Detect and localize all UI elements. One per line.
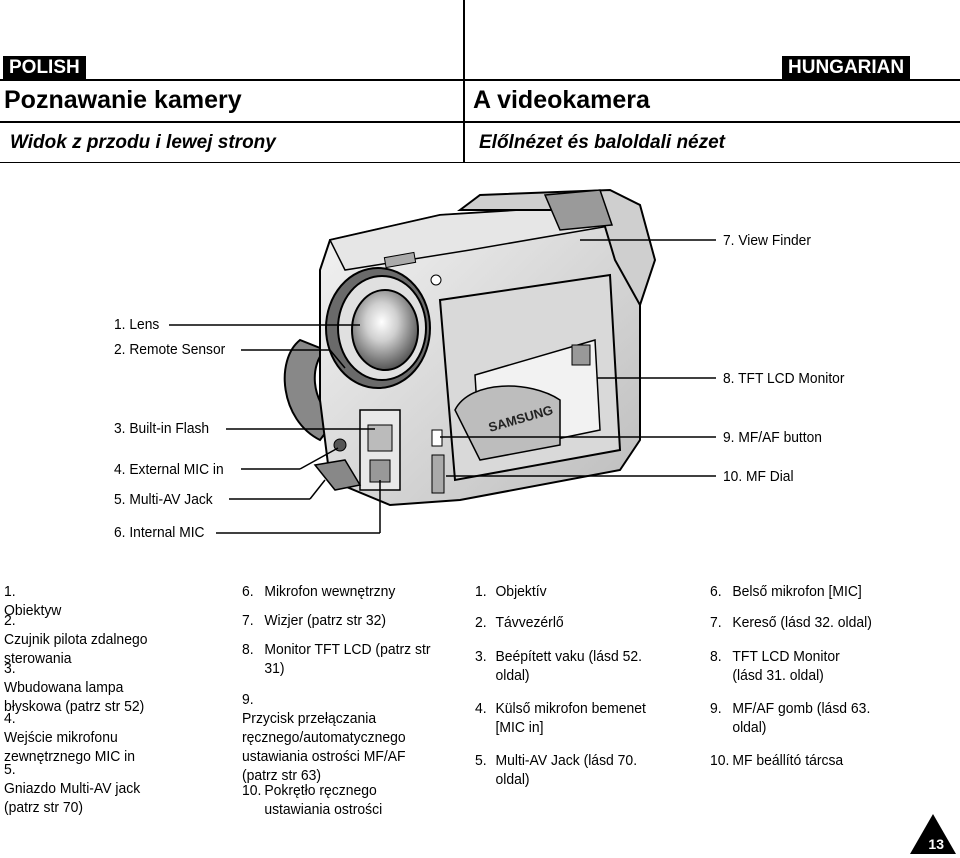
list-item: 6.Mikrofon wewnętrzny — [242, 583, 396, 600]
list-item: 4.Wejście mikrofonu zewnętrznego MIC in — [4, 710, 136, 765]
callout-internal-mic: 6. Internal MIC — [114, 524, 205, 541]
callout-remote-sensor: 2. Remote Sensor — [114, 341, 226, 358]
list-item: 1.Objektív — [475, 583, 547, 600]
polish-subtitle: Widok z przodu i lewej strony — [10, 132, 276, 153]
callout-multi-av-jack: 5. Multi-AV Jack — [114, 491, 213, 508]
callout-lens: 1. Lens — [114, 316, 160, 333]
list-item: 5.Gniazdo Multi-AV jack (patrz str 70) — [4, 761, 141, 816]
page-number-triangle-icon — [910, 814, 956, 854]
list-item: 8.Monitor TFT LCD (patrz str 31) — [242, 641, 431, 677]
header-rule-top — [0, 79, 960, 81]
internal-mic-grille — [369, 459, 391, 483]
list-item: 2.Távvezérlő — [475, 614, 564, 631]
list-item: 10.MF beállító tárcsa — [710, 752, 844, 769]
list-item: 1.Obiektyw — [4, 583, 62, 619]
callout-tft-lcd: 8. TFT LCD Monitor — [723, 370, 845, 387]
hungarian-title: A videokamera — [473, 86, 650, 114]
camcorder-illustration: SAMSUNG — [169, 188, 716, 534]
polish-language-tag: POLISH — [3, 56, 86, 79]
list-item: 2.Czujnik pilota zdalnego sterowania — [4, 612, 148, 667]
polish-title: Poznawanie kamery — [4, 86, 242, 114]
list-item: 10.Pokrętło ręcznego ustawiania ostrości — [242, 782, 383, 818]
callout-mf-af-button: 9. MF/AF button — [723, 429, 822, 446]
page-number: 13 — [928, 836, 944, 852]
list-item: 3.Wbudowana lampa błyskowa (patrz str 52… — [4, 660, 145, 715]
header-rule-mid — [0, 121, 960, 123]
list-item: 7.Kereső (lásd 32. oldal) — [710, 614, 872, 631]
list-item: 3.Beépített vaku (lásd 52. oldal) — [475, 648, 643, 684]
callout-built-in-flash: 3. Built-in Flash — [114, 420, 210, 437]
list-item: 7.Wizjer (patrz str 32) — [242, 612, 387, 629]
list-item: 6.Belső mikrofon [MIC] — [710, 583, 862, 600]
mf-af-button-shape — [431, 429, 443, 447]
list-item: 5.Multi-AV Jack (lásd 70. oldal) — [475, 752, 638, 788]
hungarian-subtitle: Előlnézet és baloldali nézet — [479, 132, 726, 153]
list-item: 4.Külső mikrofon bemenet [MIC in] — [475, 700, 646, 736]
list-item: 9.MF/AF gomb (lásd 63. oldal) — [710, 700, 871, 736]
callout-view-finder: 7. View Finder — [723, 232, 811, 249]
av-jack-cover — [313, 459, 362, 491]
lens-glass-shape — [351, 289, 419, 371]
list-item: 8.TFT LCD Monitor (lásd 31. oldal) — [710, 648, 840, 684]
hungarian-language-tag: HUNGARIAN — [782, 56, 911, 79]
callout-mf-dial: 10. MF Dial — [723, 468, 794, 485]
callout-external-mic: 4. External MIC in — [114, 461, 224, 478]
header-rule-bottom — [0, 162, 960, 163]
column-divider — [463, 0, 465, 162]
mf-dial-shape — [431, 454, 445, 494]
list-item: 9.Przycisk przełączania ręcznego/automat… — [242, 691, 406, 784]
